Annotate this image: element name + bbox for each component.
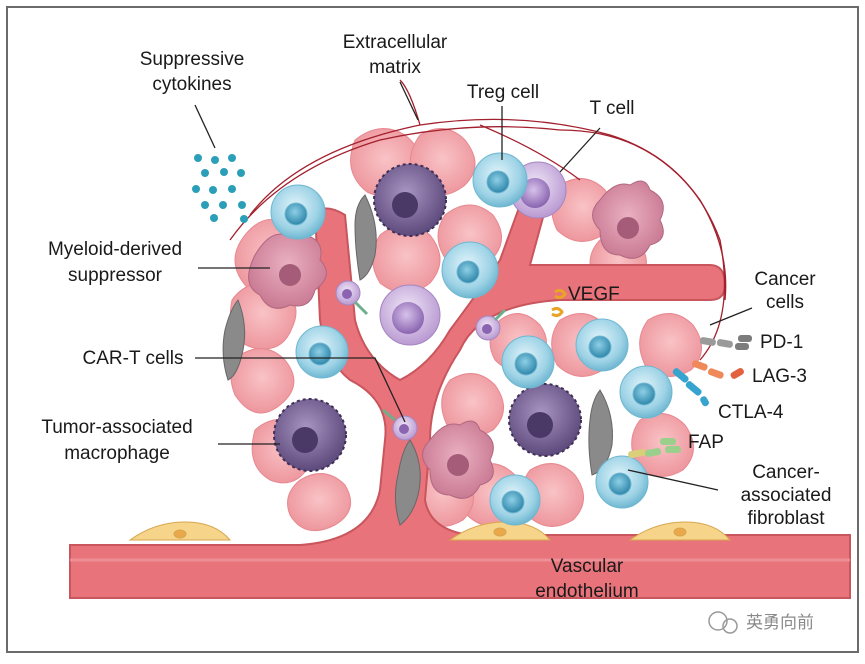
- watermark: 英勇向前: [708, 611, 814, 634]
- label-suppressive-cytokines-2: cytokines: [152, 74, 231, 95]
- watermark-text: 英勇向前: [746, 613, 814, 632]
- cytokine-dots: [192, 154, 248, 223]
- label-vascular-1: Vascular: [551, 556, 624, 577]
- label-car-t-cells: CAR-T cells: [83, 348, 184, 369]
- label-treg-cell: Treg cell: [467, 82, 539, 103]
- wechat-icon: [708, 611, 728, 631]
- label-ctla4: CTLA-4: [718, 402, 784, 423]
- label-tam-2: macrophage: [64, 443, 170, 464]
- label-vegf: VEGF: [568, 284, 620, 305]
- label-myeloid-2: suppressor: [68, 265, 163, 286]
- label-myeloid-1: Myeloid-derived: [48, 239, 182, 260]
- label-lag3: LAG-3: [752, 366, 807, 387]
- label-vascular-2: endothelium: [535, 581, 639, 602]
- receptor-molecules: [628, 335, 752, 459]
- leader-lines: [194, 81, 753, 491]
- label-tam-1: Tumor-associated: [41, 417, 192, 438]
- fibroblasts: [222, 194, 613, 526]
- endothelial-cells: [128, 521, 732, 541]
- label-extracellular-matrix-2: matrix: [369, 57, 421, 78]
- label-extracellular-matrix-1: Extracellular: [343, 32, 448, 53]
- label-cancer-cells-2: cells: [766, 292, 804, 313]
- label-t-cell: T cell: [589, 98, 634, 119]
- label-fap: FAP: [688, 432, 724, 453]
- labels: Suppressive cytokines Extracellular matr…: [41, 32, 831, 602]
- label-pd1: PD-1: [760, 332, 803, 353]
- macrophage-cells: [273, 163, 582, 472]
- label-suppressive-cytokines-1: Suppressive: [140, 49, 245, 70]
- label-caf-1: Cancer-: [752, 462, 820, 483]
- label-caf-2: associated: [741, 485, 832, 506]
- vegf-molecules: [551, 288, 567, 318]
- label-caf-3: fibroblast: [747, 508, 825, 529]
- mdsc-cells: [248, 180, 664, 499]
- label-cancer-cells-1: Cancer: [754, 269, 816, 290]
- t-cells: [270, 152, 673, 526]
- car-t-cells: [335, 280, 507, 441]
